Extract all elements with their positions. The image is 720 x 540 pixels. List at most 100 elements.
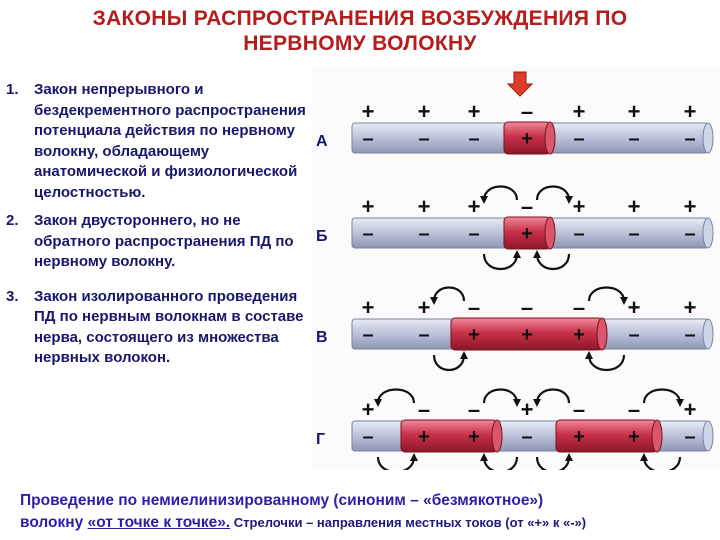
excited-segment-end — [596, 317, 608, 351]
minus-charge: – — [573, 397, 585, 422]
local-current-arrow — [585, 351, 626, 371]
minus-charge: – — [418, 223, 429, 245]
minus-charge: – — [362, 223, 373, 245]
law-text: Закон непрерывного и бездекрементного ра… — [34, 81, 306, 201]
minus-charge: – — [362, 426, 373, 448]
minus-charge: – — [573, 128, 584, 150]
local-current-arrow — [376, 453, 418, 473]
plus-charge: + — [418, 194, 431, 219]
footer-caption: Проведение по немиелинизированному (сино… — [20, 490, 720, 534]
local-current-arrow — [535, 185, 573, 204]
minus-charge: – — [628, 128, 639, 150]
fiber-end — [702, 420, 714, 452]
local-current-arrow — [640, 453, 682, 473]
plus-charge: + — [468, 426, 480, 448]
page-title: ЗАКОНЫ РАСПРОСТРАНЕНИЯ ВОЗБУЖДЕНИЯ ПО НЕ… — [0, 6, 720, 56]
plus-charge: + — [573, 99, 586, 124]
law-item: 1. Закон непрерывного и бездекрементного… — [6, 80, 312, 203]
row-label: А — [316, 133, 328, 150]
minus-charge: – — [362, 128, 373, 150]
plus-charge: + — [521, 324, 533, 346]
local-current-arrow — [482, 250, 521, 270]
footer-underlined: «от точке к точке». — [87, 514, 231, 531]
plus-charge: + — [468, 99, 481, 124]
footer-line-1: Проведение по немиелинизированному (сино… — [20, 492, 544, 509]
plus-charge: + — [362, 295, 375, 320]
row-label: Г — [316, 431, 325, 448]
plus-charge: + — [628, 426, 640, 448]
plus-charge: + — [468, 194, 481, 219]
local-current-arrow — [533, 388, 571, 407]
fiber-end — [702, 122, 714, 154]
plus-charge: + — [573, 194, 586, 219]
plus-charge: + — [521, 128, 533, 150]
local-current-arrow — [432, 351, 468, 371]
minus-charge: – — [628, 397, 640, 422]
local-current-arrow — [587, 286, 628, 305]
local-current-arrow — [535, 453, 573, 473]
title-line-1: ЗАКОНЫ РАСПРОСТРАНЕНИЯ ВОЗБУЖДЕНИЯ ПО — [92, 7, 628, 30]
excited-segment-end — [544, 121, 556, 155]
local-current-arrow — [480, 453, 519, 473]
plus-charge: + — [684, 397, 697, 422]
plus-charge: + — [362, 194, 375, 219]
minus-charge: – — [684, 324, 695, 346]
laws-list: 1. Закон непрерывного и бездекрементного… — [6, 80, 312, 377]
footer-note: Стрелочки – направления местных токов (о… — [230, 515, 587, 530]
plus-charge: + — [418, 99, 431, 124]
minus-charge: – — [521, 194, 533, 219]
minus-charge: – — [521, 99, 533, 124]
minus-charge: – — [418, 324, 429, 346]
local-current-arrow — [533, 250, 571, 270]
excited-segment — [555, 419, 658, 453]
down-arrow-icon — [506, 71, 534, 97]
plus-charge: + — [362, 99, 375, 124]
law-text: Закон двустороннего, но не обратного рас… — [34, 212, 294, 270]
minus-charge: – — [684, 426, 695, 448]
law-text: Закон изолированного проведения ПД по не… — [34, 287, 304, 367]
law-number: 3. — [6, 287, 19, 305]
law-item: 2. Закон двустороннего, но не обратного … — [6, 211, 312, 273]
plus-charge: + — [418, 426, 430, 448]
plus-charge: + — [684, 295, 697, 320]
minus-charge: – — [573, 295, 585, 320]
plus-charge: + — [418, 295, 431, 320]
plus-charge: + — [521, 223, 533, 245]
plus-charge: + — [628, 194, 641, 219]
conduction-diagram-svg: А + – + – + – – + + – + – + – Б + – + – + – – + + – + – + – В + – + – – + – + –… — [305, 71, 714, 497]
local-current-arrow — [480, 185, 519, 204]
plus-charge: + — [628, 295, 641, 320]
plus-charge: + — [573, 324, 585, 346]
minus-charge: – — [628, 324, 639, 346]
law-number: 1. — [6, 81, 19, 98]
row-label: В — [316, 329, 328, 346]
minus-charge: – — [628, 223, 639, 245]
minus-charge: – — [468, 295, 480, 320]
plus-charge: + — [362, 397, 375, 422]
minus-charge: – — [684, 223, 695, 245]
plus-charge: + — [468, 324, 480, 346]
fiber-end — [702, 318, 714, 350]
plus-charge: + — [684, 194, 697, 219]
minus-charge: – — [521, 295, 533, 320]
plus-charge: + — [573, 426, 585, 448]
minus-charge: – — [468, 128, 479, 150]
local-current-arrow — [430, 286, 466, 305]
minus-charge: – — [418, 128, 429, 150]
local-current-arrow — [374, 388, 416, 407]
minus-charge: – — [521, 426, 532, 448]
law-item: 3. Закон изолированного проведения ПД по… — [6, 287, 312, 369]
row-label: Б — [316, 228, 328, 245]
fiber-end — [702, 217, 714, 249]
minus-charge: – — [468, 397, 480, 422]
minus-charge: – — [468, 223, 479, 245]
plus-charge: + — [684, 99, 697, 124]
conduction-diagram: А + – + – + – – + + – + – + – Б + – + – + – – + + – + – + – В + – + – – + – + –… — [305, 66, 720, 497]
plus-charge: + — [628, 99, 641, 124]
excited-segment-end — [651, 419, 663, 453]
excited-segment — [400, 419, 498, 453]
excited-segment-end — [491, 419, 503, 453]
law-number: 2. — [6, 212, 19, 229]
minus-charge: – — [573, 223, 584, 245]
plus-charge: + — [521, 397, 534, 422]
